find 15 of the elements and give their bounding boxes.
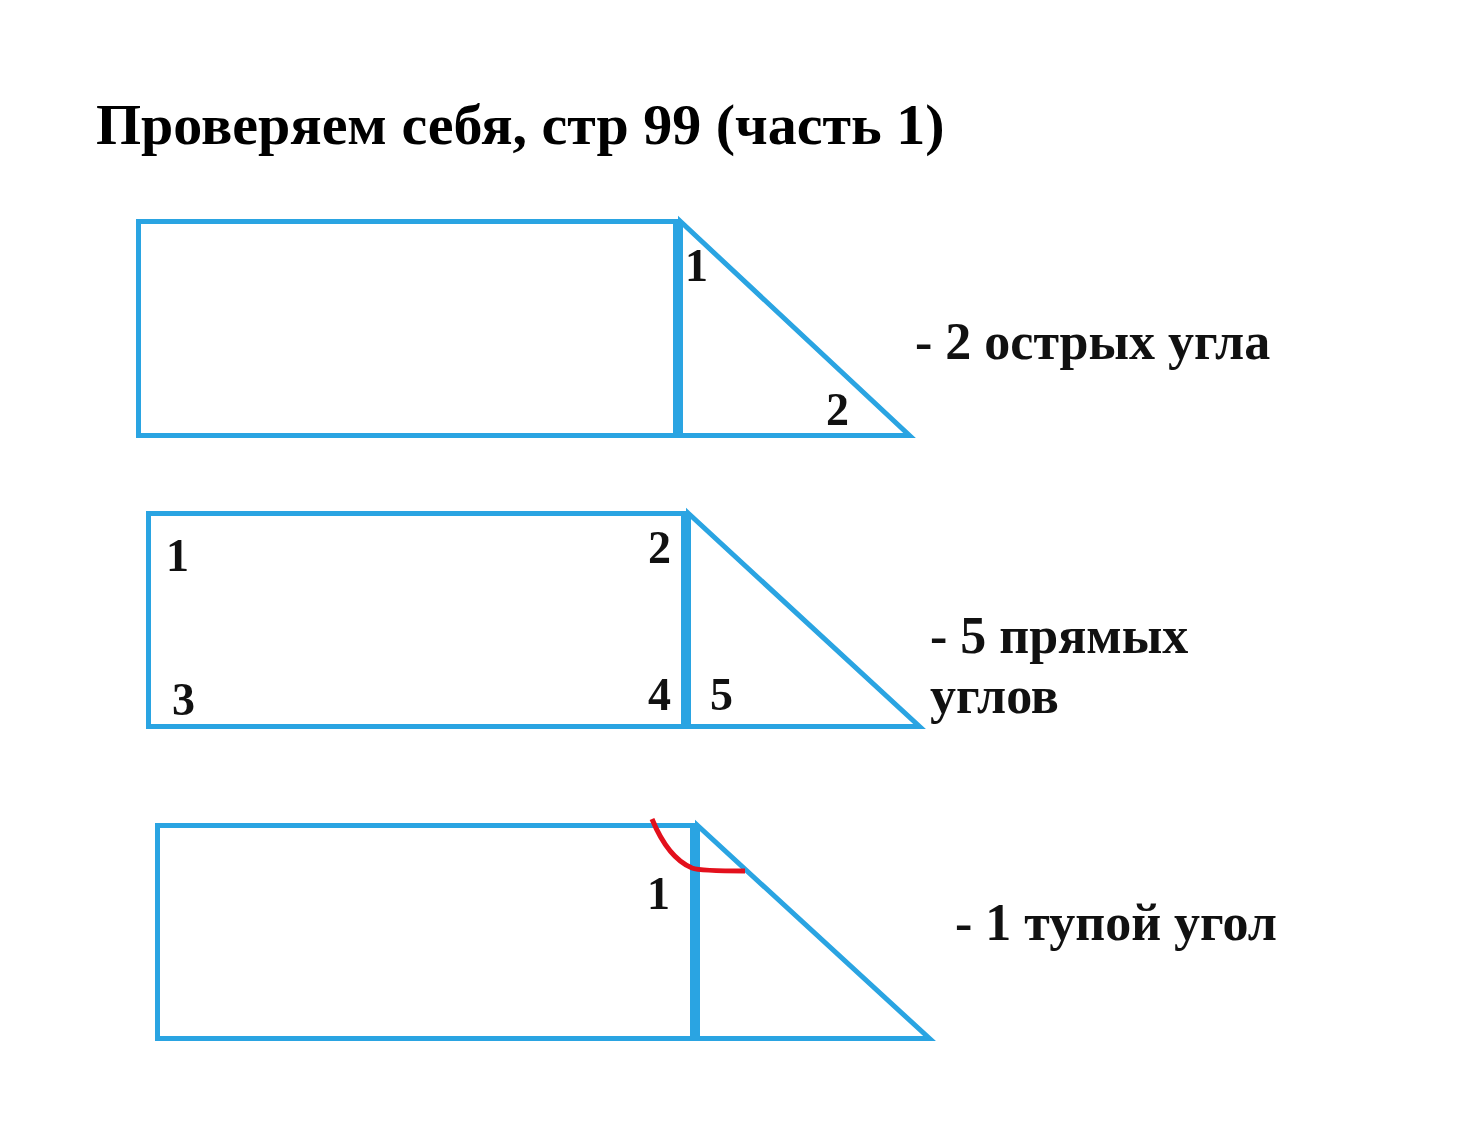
rectangle-shape: [136, 219, 678, 438]
rectangle-shape: [155, 823, 695, 1041]
rectangle-shape: [146, 511, 686, 729]
angle-number: 2: [826, 387, 849, 433]
angle-number: 5: [710, 672, 733, 718]
angle-number: 3: [172, 677, 195, 723]
angle-number: 1: [685, 243, 708, 289]
angle-number: 2: [648, 525, 671, 571]
angle-count-label: - 1 тупой угол: [955, 893, 1278, 953]
angle-count-label: - 2 острых угла: [915, 312, 1272, 372]
angle-number: 4: [648, 672, 671, 718]
angle-number: 1: [647, 871, 670, 917]
angle-number: 1: [166, 533, 189, 579]
angle-count-label: - 5 прямых углов: [930, 606, 1190, 726]
title: Проверяем себя, стр 99 (часть 1): [96, 91, 945, 159]
